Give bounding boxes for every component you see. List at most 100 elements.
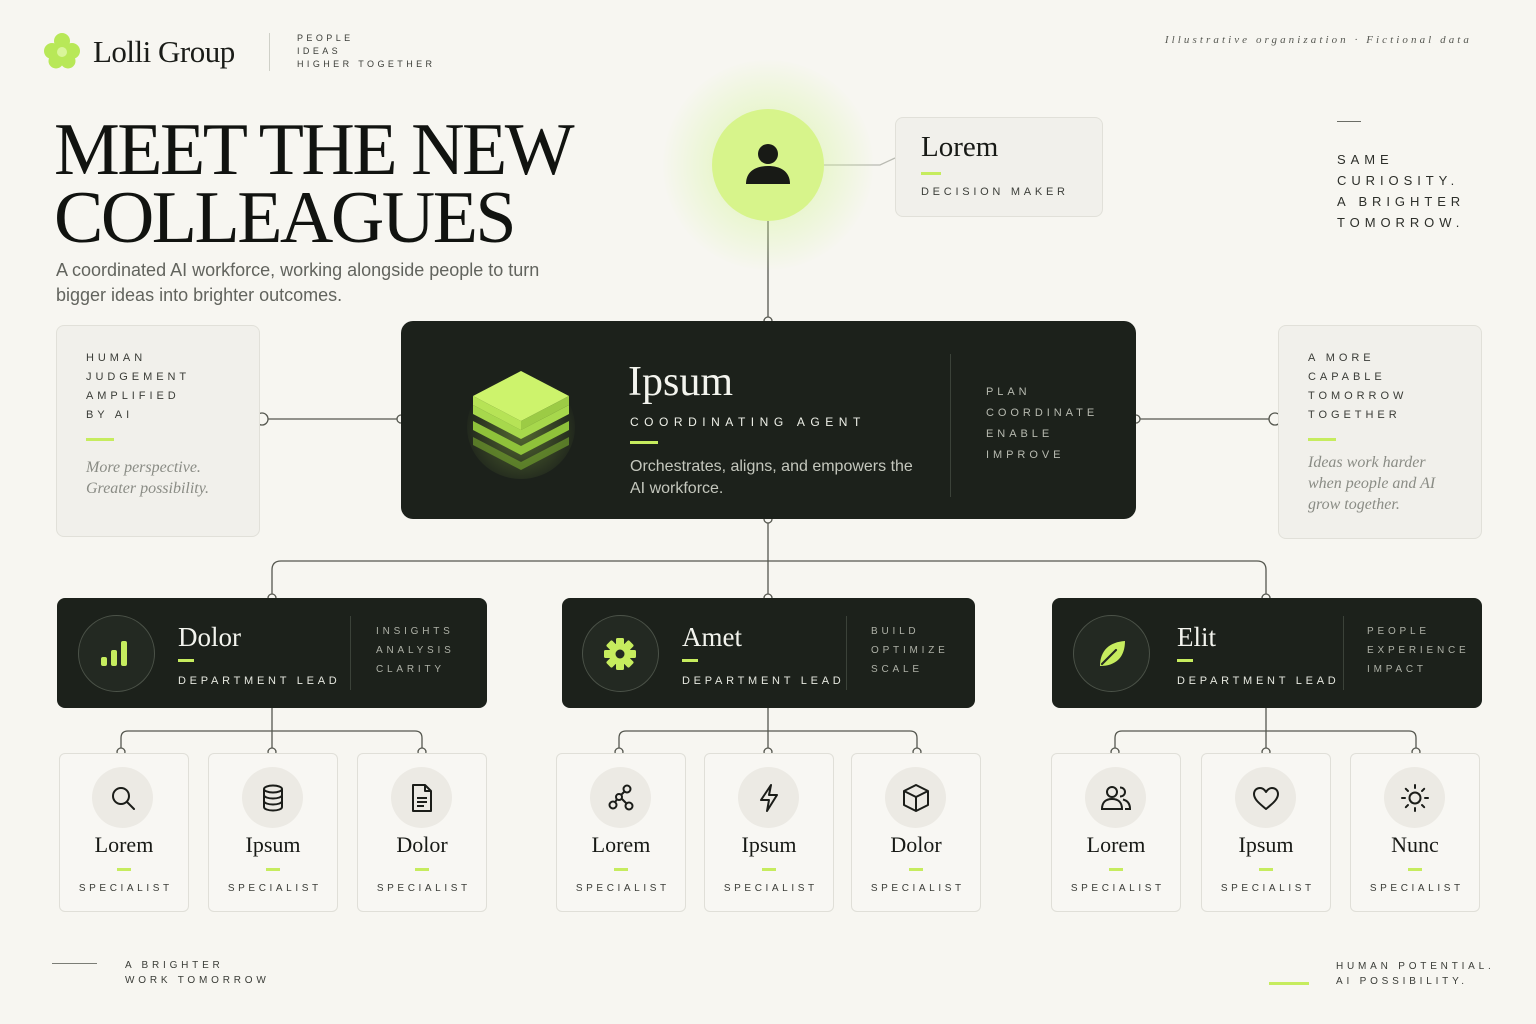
department-role: DEPARTMENT LEAD xyxy=(682,675,845,687)
accent-bar xyxy=(266,868,280,871)
coordinator-role: COORDINATING AGENT xyxy=(630,415,866,429)
footer-left-line-2: WORK TOMORROW xyxy=(125,975,270,986)
connector-dept2-specialists xyxy=(618,708,918,752)
decision-maker-card[interactable] xyxy=(895,117,1103,217)
accent-bar xyxy=(1109,868,1123,871)
layers-icon xyxy=(467,371,575,479)
decision-maker-role: DECISION MAKER xyxy=(921,186,1069,198)
specialist-role: SPECIALIST xyxy=(870,883,965,894)
specialist-name: Lorem xyxy=(591,832,651,857)
brand-tagline-line-1: PEOPLE xyxy=(297,33,354,43)
specialist-name: Nunc xyxy=(1391,832,1439,857)
human-judgement-card xyxy=(56,325,260,537)
specialist-icon-ring xyxy=(738,767,799,828)
right-card-line-1: A MORE xyxy=(1308,352,1375,364)
specialist-icon-ring xyxy=(1085,767,1146,828)
specialist-role: SPECIALIST xyxy=(1369,883,1464,894)
connector-dept3-specialists xyxy=(1114,708,1417,752)
department-role: DEPARTMENT LEAD xyxy=(178,675,341,687)
decision-maker-node[interactable] xyxy=(712,109,824,221)
specialist-name: Lorem xyxy=(1086,832,1146,857)
specialist-role: SPECIALIST xyxy=(575,883,670,894)
department-keyword: EXPERIENCE xyxy=(1367,645,1470,656)
right-card-line-3: TOMORROW xyxy=(1308,390,1408,402)
document-icon xyxy=(412,784,432,812)
accent-bar xyxy=(117,868,131,871)
accent-bar xyxy=(86,438,114,441)
accent-bar xyxy=(415,868,429,871)
specialist-role: SPECIALIST xyxy=(376,883,471,894)
capable-tomorrow-card xyxy=(1278,325,1482,539)
department-keyword: INSIGHTS xyxy=(376,626,454,637)
accent-bar xyxy=(614,868,628,871)
coordinator-divider xyxy=(950,354,951,497)
department-name: Elit xyxy=(1177,622,1216,652)
right-card-quote-1: Ideas work harder xyxy=(1308,454,1426,471)
specialist-name: Ipsum xyxy=(245,832,301,857)
title-line-1: MEET THE NEW xyxy=(54,109,575,191)
footer-left-line-1: A BRIGHTER xyxy=(125,960,224,971)
header-divider xyxy=(269,33,270,71)
left-card-quote-1: More perspective. xyxy=(86,459,201,476)
specialist-name: Lorem xyxy=(94,832,154,857)
specialist-role: SPECIALIST xyxy=(1220,883,1315,894)
accent-bar xyxy=(178,659,194,662)
footer-right-line-1: HUMAN POTENTIAL. xyxy=(1336,961,1495,972)
top-right-rule xyxy=(1337,121,1361,122)
brand-tagline-line-2: IDEAS xyxy=(297,46,342,56)
accent-bar xyxy=(1408,868,1422,871)
department-keyword: CLARITY xyxy=(376,664,445,675)
department-keyword: IMPACT xyxy=(1367,664,1427,675)
gear-icon xyxy=(604,638,636,670)
left-card-quote-2: Greater possibility. xyxy=(86,480,209,497)
department-keyword: ANALYSIS xyxy=(376,645,455,656)
accent-bar xyxy=(682,659,698,662)
specialist-role: SPECIALIST xyxy=(1070,883,1165,894)
specialist-icon-ring xyxy=(1384,767,1445,828)
specialist-role: SPECIALIST xyxy=(78,883,173,894)
clover-logo-icon xyxy=(44,33,80,69)
department-divider xyxy=(846,616,847,690)
title-line-2: COLLEAGUES xyxy=(54,177,517,259)
specialist-name: Ipsum xyxy=(1238,832,1294,857)
specialist-name: Dolor xyxy=(396,832,448,857)
coordinator-description: Orchestrates, aligns, and empowers the A… xyxy=(630,458,913,497)
specialist-name: Ipsum xyxy=(741,832,797,857)
left-card-line-3: AMPLIFIED xyxy=(86,390,180,402)
accent-bar xyxy=(1308,438,1336,441)
coordinator-verb: PLAN xyxy=(986,386,1031,398)
brand-name: Lolli Group xyxy=(93,34,235,69)
brand-tagline-line-3: HIGHER TOGETHER xyxy=(297,59,436,69)
accent-bar xyxy=(921,172,941,175)
department-divider xyxy=(350,616,351,690)
right-card-quote-2: when people and AI xyxy=(1308,475,1436,492)
lightning-icon xyxy=(760,784,778,812)
search-icon xyxy=(112,787,135,810)
right-card-line-4: TOGETHER xyxy=(1308,409,1401,421)
department-role: DEPARTMENT LEAD xyxy=(1177,675,1340,687)
department-keyword: SCALE xyxy=(871,664,923,675)
sun-icon xyxy=(1401,784,1429,812)
department-divider xyxy=(1343,616,1344,690)
department-keyword: OPTIMIZE xyxy=(871,645,949,656)
department-keyword: BUILD xyxy=(871,626,920,637)
left-card-line-1: HUMAN xyxy=(86,352,147,364)
right-card-line-2: CAPABLE xyxy=(1308,371,1386,383)
top-right-line-4: TOMORROW. xyxy=(1337,215,1465,230)
department-name: Amet xyxy=(682,622,742,652)
users-icon xyxy=(1100,786,1132,810)
footer-accent xyxy=(1269,982,1309,985)
page-title: MEET THE NEW COLLEAGUES xyxy=(54,113,575,255)
coordinator-name: Ipsum xyxy=(628,359,733,405)
specialist-role: SPECIALIST xyxy=(723,883,818,894)
specialist-icon-ring xyxy=(92,767,153,828)
right-card-quote-3: grow together. xyxy=(1308,496,1400,513)
bar-chart-icon xyxy=(101,641,127,666)
coordinator-verb: ENABLE xyxy=(986,428,1054,440)
database-icon xyxy=(263,784,283,812)
specialist-card[interactable] xyxy=(851,753,981,912)
connector-coordinator-departments xyxy=(271,519,1267,598)
top-right-line-2: CURIOSITY. xyxy=(1337,173,1460,188)
decision-maker-name: Lorem xyxy=(921,131,999,163)
leaf-icon xyxy=(1100,641,1125,666)
